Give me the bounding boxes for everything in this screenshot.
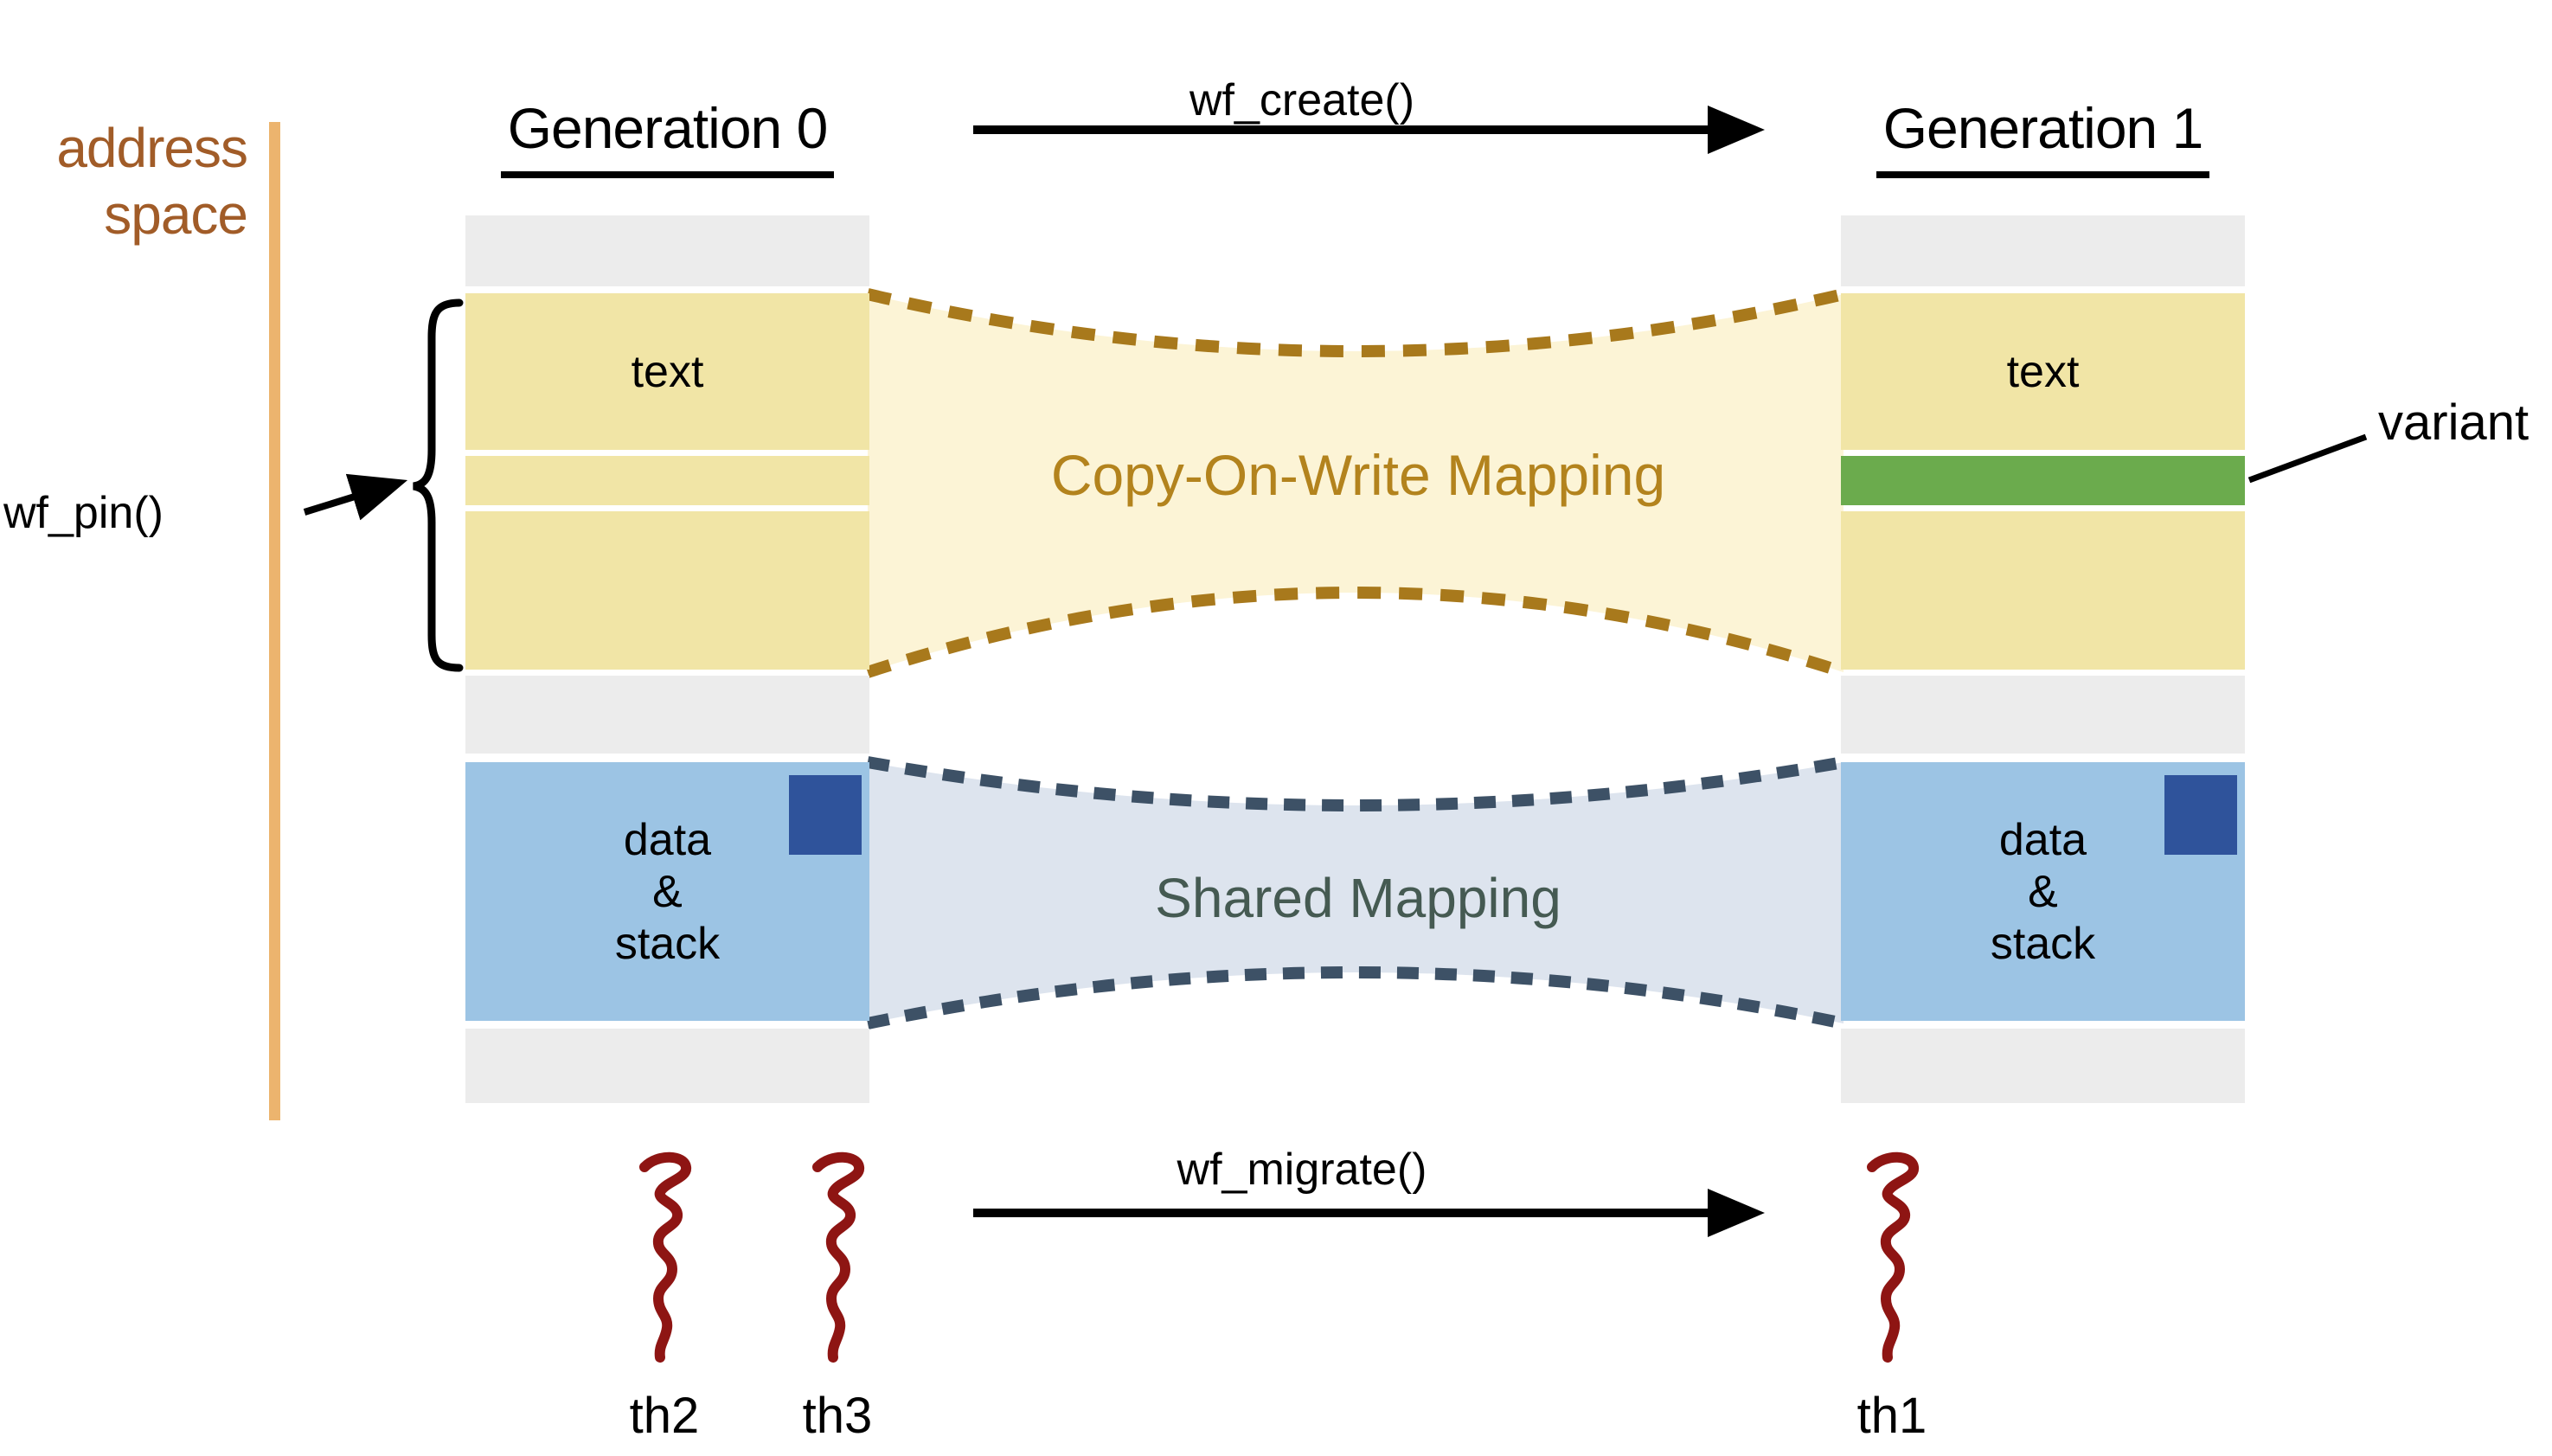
generation1-column: text data & stack xyxy=(1841,215,2245,1103)
generation1-title-text: Generation 1 xyxy=(1876,95,2210,178)
shared-mapping-label: Shared Mapping xyxy=(1155,867,1561,929)
thread-th1-label: th1 xyxy=(1856,1388,1927,1444)
gen0-unused-segment-middle xyxy=(465,676,869,754)
gen0-unused-segment-top xyxy=(465,215,869,286)
gen0-data-stack-segment: data & stack xyxy=(465,762,869,1021)
address-space-line2: space xyxy=(104,183,248,246)
shared-top-dashed-curve xyxy=(866,756,1845,811)
variant-pointer-line xyxy=(2247,433,2368,484)
variant-label: variant xyxy=(2378,394,2530,451)
address-space-line1: address xyxy=(56,117,248,179)
cow-bottom-dashed-curve xyxy=(865,587,1846,678)
gen0-text-segment: text xyxy=(465,293,869,450)
gen1-data-stack-label: data & stack xyxy=(1991,814,2095,970)
gen1-data-stack-segment: data & stack xyxy=(1841,762,2245,1021)
address-space-axis-label: address space xyxy=(16,115,248,248)
gen1-amp-line: & xyxy=(2028,866,2058,917)
generation0-title-text: Generation 0 xyxy=(500,95,835,178)
thread-th1-squiggle xyxy=(1872,1158,1914,1357)
gen0-pinned-small-segment xyxy=(465,456,869,505)
cow-mapping-label: Copy-On-Write Mapping xyxy=(1050,443,1666,507)
gen0-data-line: data xyxy=(623,814,712,865)
thread-th2-squiggle xyxy=(644,1158,686,1357)
gen0-pinned-large-segment xyxy=(465,511,869,670)
gen1-data-line: data xyxy=(1998,814,2087,865)
thread-th2-label: th2 xyxy=(629,1388,700,1444)
generation0-column: text data & stack xyxy=(465,215,869,1103)
gen1-thread-context-square xyxy=(2164,775,2237,855)
address-space-axis-line xyxy=(269,122,280,1120)
generation0-title: Generation 0 xyxy=(465,95,869,178)
thread-th3-label: th3 xyxy=(802,1388,873,1444)
gen1-stack-line: stack xyxy=(1990,918,2096,969)
gen1-text-segment: text xyxy=(1841,293,2245,450)
gen0-stack-line: stack xyxy=(614,918,721,969)
gen1-text-segment-label: text xyxy=(2006,346,2080,397)
gen0-amp-line: & xyxy=(652,866,683,917)
wf-pin-arrow xyxy=(303,473,408,521)
gen1-unused-segment-bottom xyxy=(1841,1029,2245,1103)
thread-th3-squiggle xyxy=(818,1158,859,1357)
gen1-variant-segment xyxy=(1841,456,2245,505)
gen0-thread-context-square xyxy=(789,775,862,855)
cow-top-dashed-curve xyxy=(866,288,1845,357)
wf-migrate-label: wf_migrate() xyxy=(1177,1145,1427,1195)
wf-create-label: wf_create() xyxy=(1189,75,1415,125)
wf-pin-label: wf_pin() xyxy=(3,488,164,538)
shared-bottom-dashed-curve xyxy=(866,966,1845,1029)
gen0-data-stack-label: data & stack xyxy=(615,814,720,970)
thread-th2-icon xyxy=(644,1158,686,1357)
thread-th3-icon xyxy=(818,1158,859,1357)
gen1-pinned-large-segment xyxy=(1841,511,2245,670)
generation1-title: Generation 1 xyxy=(1841,95,2245,178)
pinned-region-brace xyxy=(413,298,464,672)
gen1-unused-segment-middle xyxy=(1841,676,2245,754)
thread-th1-icon xyxy=(1872,1158,1914,1357)
gen0-unused-segment-bottom xyxy=(465,1029,869,1103)
gen0-text-segment-label: text xyxy=(631,346,704,397)
gen1-unused-segment-top xyxy=(1841,215,2245,286)
